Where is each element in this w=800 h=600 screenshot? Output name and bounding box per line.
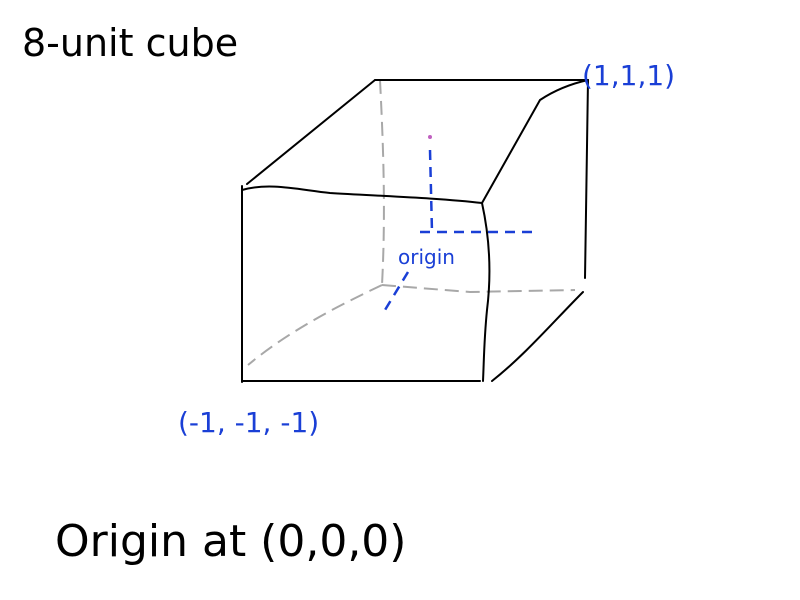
diagram-title: 8-unit cube [22,21,238,65]
hidden-edge-horizontal [381,284,576,294]
origin-label: origin [398,245,455,269]
hidden-edge-vertical [379,79,385,286]
hidden-edges [247,79,576,366]
origin-note: Origin at (0,0,0) [55,516,406,567]
origin-axes [383,135,532,311]
front-right-edge [481,202,491,382]
axis-top-marker [428,135,432,139]
axis-depth [383,271,410,311]
top-right-edge [481,79,589,204]
back-right-edge [584,79,589,279]
corner-max-label: (1,1,1) [582,59,675,92]
cube-edges [241,79,589,383]
hidden-edge-depth [247,284,383,366]
corner-min-label: (-1, -1, -1) [178,406,319,439]
top-left-edge [246,79,376,185]
front-top-edge [241,185,483,204]
axis-vertical [428,149,434,233]
bottom-right-edge [491,291,584,382]
